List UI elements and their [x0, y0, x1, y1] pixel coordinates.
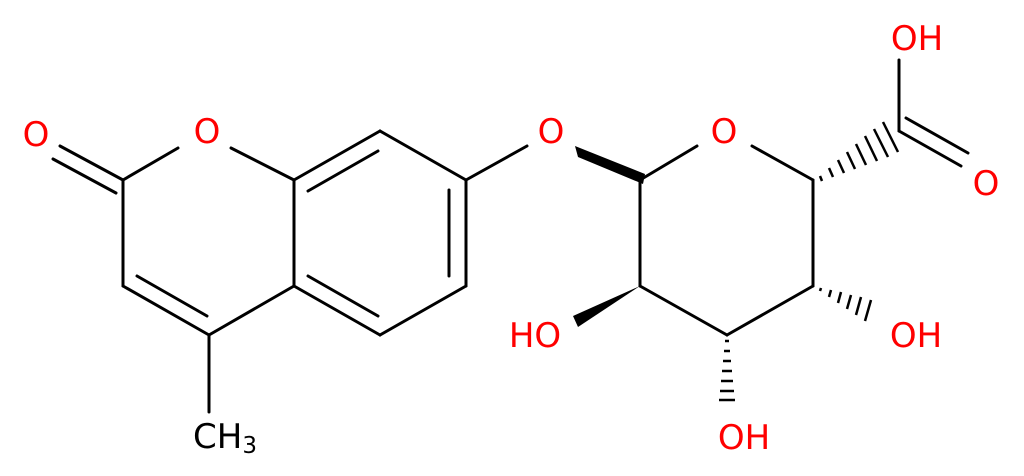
bond-cooh-o [897, 129, 963, 168]
bond-c8a-c8 [292, 129, 382, 182]
bond-c6-c5 [378, 284, 468, 337]
bond-c3g-c4g [725, 284, 815, 337]
bond-c2-carbonyl [58, 144, 125, 182]
bond-c1-ringO [638, 144, 699, 182]
hash-c5-cooh [818, 121, 900, 182]
atom-oh-right: OH [890, 316, 942, 356]
bond-c2-carbonyl-2 [51, 157, 118, 195]
atom-o-lactone-ring: O [194, 112, 221, 152]
wedge-anomeric [575, 146, 645, 184]
bond-ringO-c5 [750, 144, 815, 182]
atom-methyl: CH3 [193, 417, 257, 459]
atom-oh-bottom: OH [718, 418, 770, 458]
bond-c5-c4a [292, 284, 382, 337]
atom-o-sugar-ring: O [711, 112, 738, 152]
hash-c3-oh [719, 339, 735, 402]
methyl-main: CH [193, 417, 242, 457]
atom-oh-carboxyl: OH [891, 19, 943, 59]
atom-ho-left: HO [509, 316, 561, 356]
bond-c2-c3g [638, 284, 729, 337]
bond-o1-c8a [229, 146, 296, 182]
bond-c5-c4a-inner [306, 274, 380, 318]
bond-c2-o1 [121, 146, 180, 182]
methyl-subscript: 3 [242, 433, 257, 459]
bond-c7-ether [464, 144, 529, 182]
bond-cooh-o-2 [904, 116, 970, 155]
hash-c4-oh [818, 287, 873, 322]
atom-o-ether: O [538, 112, 565, 152]
bond-c3-c4-inner [135, 274, 209, 318]
wedge-c2-oh [573, 286, 640, 327]
bond-c3-c4 [121, 284, 211, 337]
bond-c4-c4a [207, 284, 296, 337]
bond-c8-c7 [378, 129, 468, 182]
atom-o-carbonyl: O [23, 115, 50, 155]
atom-o-carboxyl: O [973, 164, 1000, 204]
bond-c8a-c8-inner [306, 149, 380, 193]
